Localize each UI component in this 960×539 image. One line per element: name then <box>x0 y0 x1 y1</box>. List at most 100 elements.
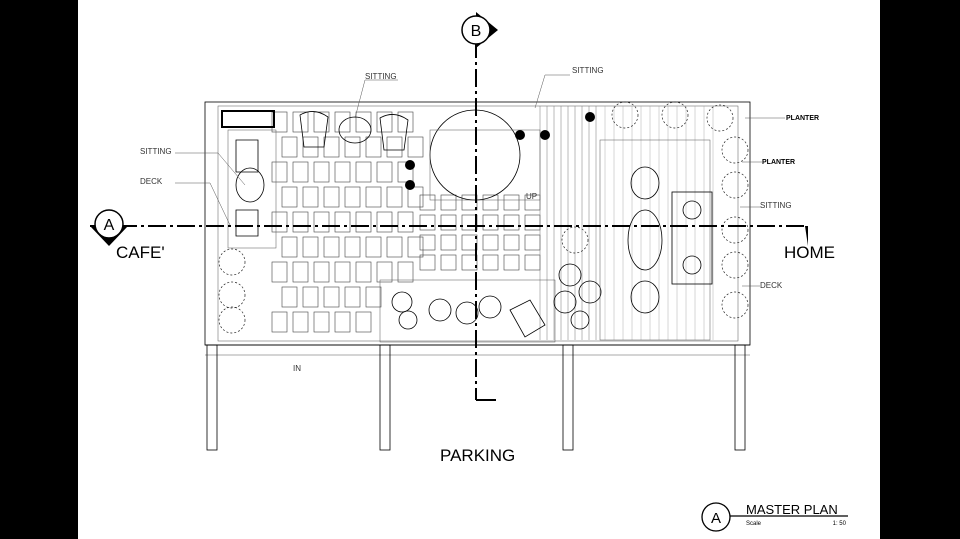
scale-label: Scale <box>746 521 762 527</box>
shrub <box>721 171 749 199</box>
site-outline <box>204 101 751 356</box>
paver <box>334 211 351 233</box>
planter-shrubs <box>218 101 749 334</box>
paver <box>323 186 340 208</box>
paver <box>302 286 319 308</box>
paver <box>281 186 298 208</box>
section-a-arrow-end <box>805 226 808 246</box>
label-deck-right: DECK <box>760 281 783 290</box>
shrub <box>721 136 749 164</box>
paver <box>281 286 298 308</box>
paver <box>397 211 414 233</box>
deck-boards <box>539 106 714 340</box>
paver <box>313 111 330 133</box>
paver <box>344 186 361 208</box>
paver <box>292 311 309 333</box>
flower-plant <box>515 130 525 140</box>
paver <box>482 194 499 211</box>
shrub <box>721 291 749 319</box>
paver <box>271 161 288 183</box>
paver <box>376 261 393 283</box>
paver <box>419 194 436 211</box>
paver <box>355 111 372 133</box>
shrub <box>218 248 246 276</box>
paver <box>407 136 424 158</box>
section-marker-a[interactable]: A <box>90 209 128 246</box>
paver <box>344 286 361 308</box>
paver <box>365 236 382 258</box>
paver <box>482 214 499 231</box>
title-text: MASTER PLAN <box>746 502 838 517</box>
paver <box>407 236 424 258</box>
shrub <box>721 216 749 244</box>
paver <box>302 186 319 208</box>
paver <box>524 254 541 271</box>
label-cafe: CAFE' <box>116 243 165 262</box>
paver <box>292 211 309 233</box>
paver <box>271 311 288 333</box>
paver <box>355 161 372 183</box>
paver <box>503 214 520 231</box>
paver <box>440 254 457 271</box>
label-home: HOME <box>784 243 835 262</box>
paver <box>482 234 499 251</box>
paver <box>323 286 340 308</box>
paver <box>323 136 340 158</box>
label-parking: PARKING <box>440 446 515 465</box>
section-b-label: B <box>471 23 482 40</box>
label-sitting-top-left: SITTING <box>365 72 397 81</box>
paver <box>461 214 478 231</box>
section-marker-b[interactable]: B <box>461 12 498 48</box>
paver <box>313 261 330 283</box>
shrub <box>218 306 246 334</box>
paver <box>302 236 319 258</box>
paver <box>355 211 372 233</box>
top-sitting <box>299 111 409 151</box>
paver <box>461 194 478 211</box>
paver <box>292 261 309 283</box>
paver <box>397 111 414 133</box>
shrub <box>218 281 246 309</box>
paver <box>365 286 382 308</box>
label-in: IN <box>293 364 301 373</box>
paver <box>503 194 520 211</box>
flower-plant <box>405 160 415 170</box>
paver <box>440 214 457 231</box>
label-planter-2: PLANTER <box>762 159 795 166</box>
paver <box>355 311 372 333</box>
central-sitting <box>429 109 541 201</box>
paver <box>461 254 478 271</box>
paver <box>334 111 351 133</box>
paver <box>344 236 361 258</box>
paver <box>397 261 414 283</box>
paver <box>482 254 499 271</box>
title-marker: A <box>711 510 721 527</box>
drawing-sheet <box>78 0 880 539</box>
label-sitting-top-right: SITTING <box>572 66 604 75</box>
paver <box>355 261 372 283</box>
paver <box>323 236 340 258</box>
paver <box>419 214 436 231</box>
paver <box>419 254 436 271</box>
title-block: A MASTER PLAN Scale 1: 50 <box>701 502 848 532</box>
bench <box>221 110 275 128</box>
label-sitting-right: SITTING <box>760 201 792 210</box>
cafe-sitting <box>227 129 277 249</box>
paver <box>524 234 541 251</box>
paver <box>419 234 436 251</box>
shrub <box>721 251 749 279</box>
paver <box>292 111 309 133</box>
lower-planting <box>379 263 602 343</box>
paver <box>365 136 382 158</box>
paver <box>440 234 457 251</box>
flower-plant <box>405 180 415 190</box>
paver <box>503 254 520 271</box>
paver <box>271 111 288 133</box>
paver <box>334 311 351 333</box>
paver <box>334 161 351 183</box>
shrub <box>706 104 734 132</box>
shrub <box>661 101 689 129</box>
flower-plant <box>585 112 595 122</box>
label-sitting-left: SITTING <box>140 147 172 156</box>
